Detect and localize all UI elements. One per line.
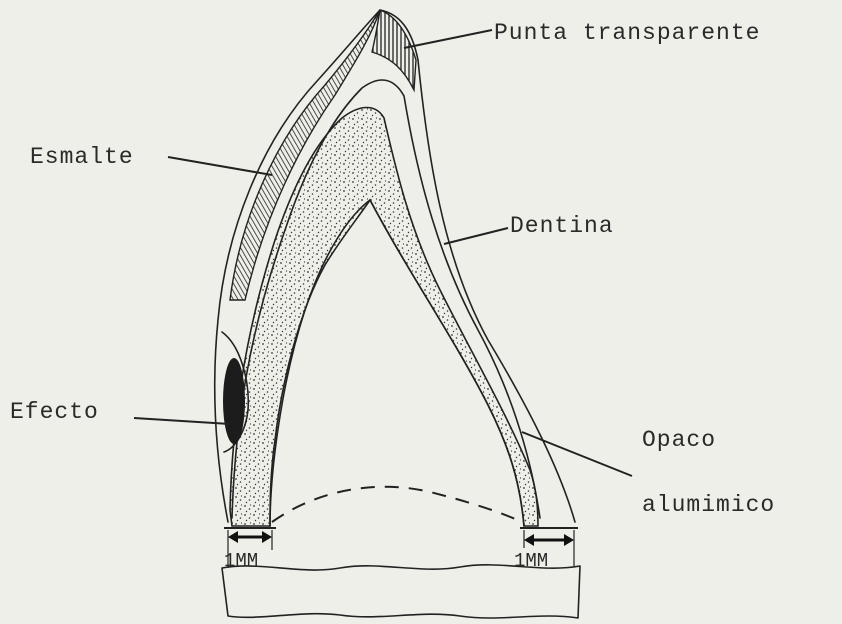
label-esmalte: Esmalte bbox=[30, 144, 134, 170]
label-opaco-line2: alumimico bbox=[642, 492, 775, 518]
tooth-base bbox=[222, 565, 580, 618]
measure-left-arrow bbox=[228, 531, 272, 543]
label-opaco-line1: Opaco bbox=[642, 427, 716, 453]
effect-mark bbox=[223, 358, 245, 444]
label-dentina: Dentina bbox=[510, 213, 614, 239]
transparent-tip bbox=[372, 10, 416, 90]
label-efecto: Efecto bbox=[10, 399, 99, 425]
cervical-dashed-line bbox=[272, 487, 522, 522]
leader-punta bbox=[404, 30, 492, 48]
label-punta-transparente: Punta transparente bbox=[494, 20, 760, 46]
leader-opaco bbox=[522, 432, 632, 476]
leader-esmalte bbox=[168, 157, 272, 175]
label-measure-right: 1MM bbox=[514, 550, 548, 572]
label-measure-left: 1MM bbox=[224, 550, 258, 572]
leader-dentina bbox=[444, 228, 508, 244]
measure-right-arrow bbox=[524, 534, 574, 546]
